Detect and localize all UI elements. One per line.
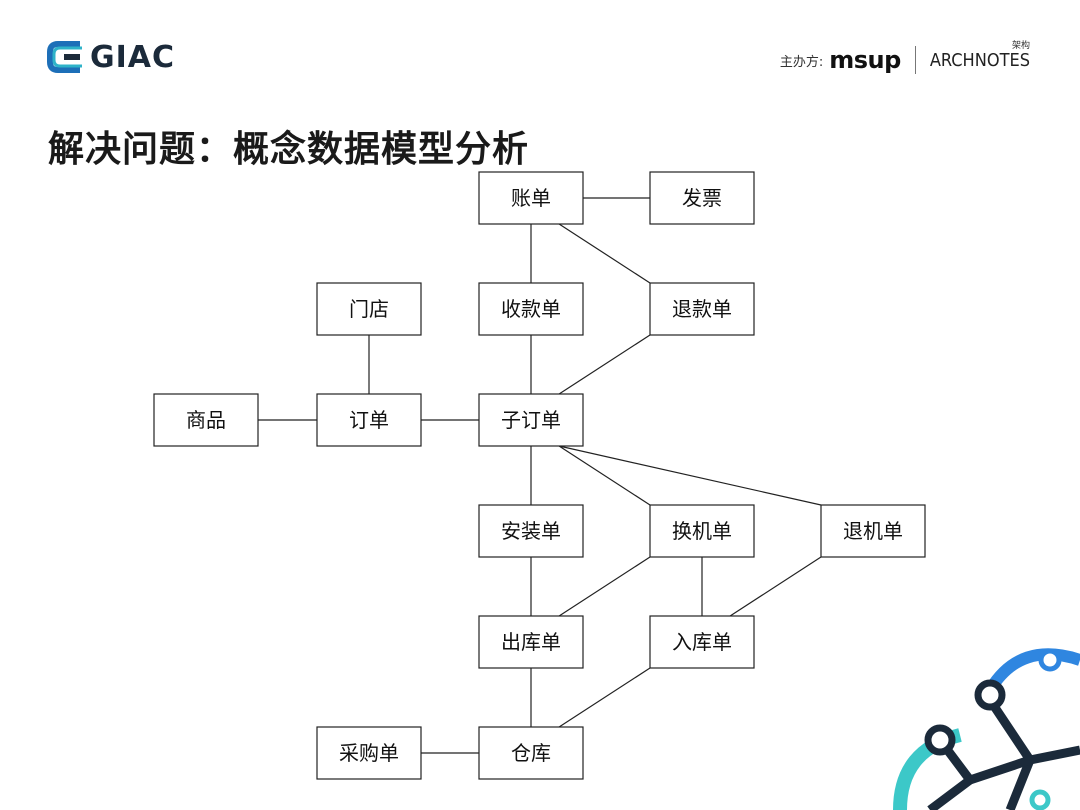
decorative-network-graphic-icon <box>893 648 1080 810</box>
entity-box <box>478 393 584 447</box>
entity-label: 入库单 <box>672 630 732 654</box>
entity-node-huanjidan: 换机单 <box>649 504 755 558</box>
giac-logo-mark-icon <box>46 40 88 74</box>
entity-node-fapiao: 发票 <box>649 171 755 225</box>
edge-rukudan-cangku <box>558 667 651 728</box>
entity-box <box>478 615 584 669</box>
entity-label: 仓库 <box>511 741 551 765</box>
entity-box <box>820 504 926 558</box>
entity-box <box>649 171 755 225</box>
page-title: 解决问题：概念数据模型分析 <box>48 129 530 170</box>
entity-node-anzhuangdan: 安装单 <box>478 504 584 558</box>
entity-node-zhangdan: 账单 <box>478 171 584 225</box>
entity-label: 安装单 <box>501 519 561 543</box>
entity-label: 发票 <box>682 186 722 210</box>
archnotes-logo-text: ARCHNOTES <box>929 49 1030 71</box>
entity-box <box>316 726 422 780</box>
archnotes-logo: ARCHNOTES 架构 <box>929 41 1030 71</box>
entity-label: 退款单 <box>672 297 732 321</box>
entity-box <box>153 393 259 447</box>
organizer-label: 主办方: <box>779 54 824 70</box>
giac-logo: GIAC <box>46 39 176 75</box>
brand-divider <box>914 46 916 74</box>
entity-node-mendian: 门店 <box>316 282 422 336</box>
entity-box <box>316 393 422 447</box>
edge-zhangdan-tuikuandan <box>558 223 651 284</box>
msup-logo: msup <box>829 46 901 74</box>
entity-label: 退机单 <box>843 519 903 543</box>
entity-box <box>649 504 755 558</box>
entity-node-caigoudan: 采购单 <box>316 726 422 780</box>
entity-label: 采购单 <box>339 741 399 765</box>
edge-zidingdan-huanjidan <box>558 445 651 506</box>
organizer-brand-bar: 主办方: msup ARCHNOTES 架构 <box>780 40 1030 80</box>
archnotes-logo-cn: 架构 <box>1011 40 1030 51</box>
edge-huanjidan-chukudan <box>558 556 651 617</box>
entity-label: 子订单 <box>501 408 561 432</box>
entity-label: 订单 <box>349 408 389 432</box>
entity-box <box>478 504 584 558</box>
entity-node-zidingdan: 子订单 <box>478 393 584 447</box>
edge-tuijidan-rukudan <box>729 556 822 617</box>
entity-label: 账单 <box>511 186 551 210</box>
entity-label: 换机单 <box>672 519 732 543</box>
entity-label: 门店 <box>349 297 389 321</box>
entity-box <box>316 282 422 336</box>
entity-box <box>478 726 584 780</box>
entity-node-tuikuandan: 退款单 <box>649 282 755 336</box>
entity-node-rukudan: 入库单 <box>649 615 755 669</box>
entity-node-tuijidan: 退机单 <box>820 504 926 558</box>
entity-box <box>478 171 584 225</box>
entity-box <box>649 282 755 336</box>
entity-node-cangku: 仓库 <box>478 726 584 780</box>
edge-zidingdan-tuijidan <box>558 445 822 506</box>
giac-logo-text: GIAC <box>90 39 176 75</box>
entity-box <box>649 615 755 669</box>
entity-box <box>478 282 584 336</box>
entity-label: 商品 <box>186 408 226 432</box>
entity-node-shangpin: 商品 <box>153 393 259 447</box>
edge-tuikuandan-zidingdan <box>558 334 651 395</box>
entity-node-chukudan: 出库单 <box>478 615 584 669</box>
diagram-edges <box>258 197 822 754</box>
entity-node-shoukuandan: 收款单 <box>478 282 584 336</box>
entity-label: 收款单 <box>501 297 561 321</box>
entity-node-dingdan: 订单 <box>316 393 422 447</box>
entity-label: 出库单 <box>501 630 561 654</box>
